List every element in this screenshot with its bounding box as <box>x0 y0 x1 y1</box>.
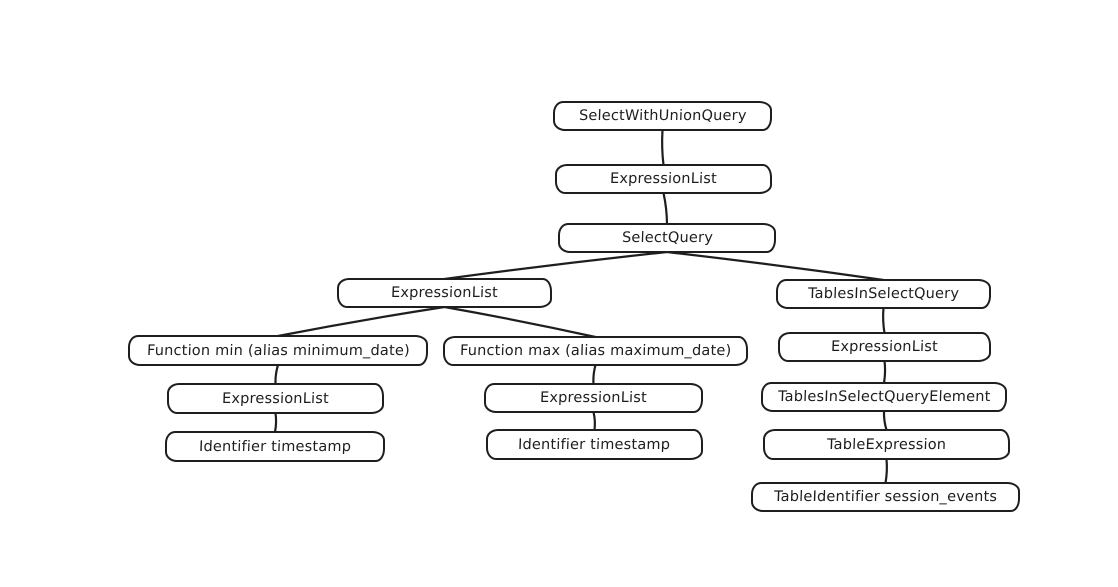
node-label: SelectWithUnionQuery <box>578 108 747 124</box>
edge-tables-in-select-query-element--table-expression <box>882 409 888 432</box>
node-label: ExpressionList <box>539 390 648 406</box>
node-table-expression: TableExpression <box>763 429 1010 460</box>
node-expression-list-right: ExpressionList <box>778 332 991 362</box>
node-label: Identifier timestamp <box>518 436 671 453</box>
node-label: TableExpression <box>826 436 947 453</box>
edge-tables-in-select-query--expression-list-right <box>882 306 886 335</box>
node-label: TablesInSelectQuery <box>807 286 960 302</box>
node-select-with-union-query: SelectWithUnionQuery <box>553 101 772 131</box>
node-tables-in-select-query: TablesInSelectQuery <box>776 279 991 309</box>
edge-select-query--tables-in-select-query <box>665 250 885 282</box>
node-label: Identifier timestamp <box>198 438 352 455</box>
node-expression-list-max: ExpressionList <box>484 383 703 413</box>
node-label: Function min (alias minimum_date) <box>146 342 410 359</box>
node-tables-in-select-query-element: TablesInSelectQueryElement <box>761 382 1007 412</box>
edge-expression-list-right--tables-in-select-query-element <box>882 359 887 385</box>
node-label: ExpressionList <box>609 171 718 187</box>
node-label: ExpressionList <box>830 339 939 355</box>
edge-function-min--expression-list-min <box>274 363 280 386</box>
node-expression-list-min: ExpressionList <box>167 383 384 414</box>
node-function-max: Function max (alias maximum_date) <box>443 336 748 366</box>
edge-table-expression--table-identifier-session-events <box>884 457 888 485</box>
node-label: ExpressionList <box>221 390 330 407</box>
edge-select-with-union-query--expression-list-top <box>661 128 665 167</box>
node-label: TableIdentifier session_events <box>773 489 998 505</box>
edge-expression-list-top--select-query <box>662 191 669 226</box>
node-label: ExpressionList <box>390 285 499 301</box>
edge-expression-list-left--function-max <box>443 305 597 339</box>
node-identifier-timestamp-max: Identifier timestamp <box>486 429 703 460</box>
node-label: Function max (alias maximum_date) <box>459 343 732 359</box>
edge-select-query--expression-list-left <box>443 250 669 281</box>
edge-function-max--expression-list-max <box>592 363 597 386</box>
node-expression-list-top: ExpressionList <box>555 164 772 194</box>
node-function-min: Function min (alias minimum_date) <box>128 335 428 366</box>
node-label: TablesInSelectQueryElement <box>777 389 991 405</box>
edge-expression-list-max--identifier-timestamp-max <box>592 410 596 432</box>
edge-expression-list-min--identifier-timestamp-min <box>273 411 278 434</box>
node-label: SelectQuery <box>621 230 713 246</box>
node-identifier-timestamp-min: Identifier timestamp <box>165 431 385 462</box>
node-expression-list-left: ExpressionList <box>337 278 552 308</box>
node-table-identifier-session-events: TableIdentifier session_events <box>751 482 1020 512</box>
node-select-query: SelectQuery <box>558 223 776 253</box>
edge-expression-list-left--function-min <box>276 305 446 338</box>
